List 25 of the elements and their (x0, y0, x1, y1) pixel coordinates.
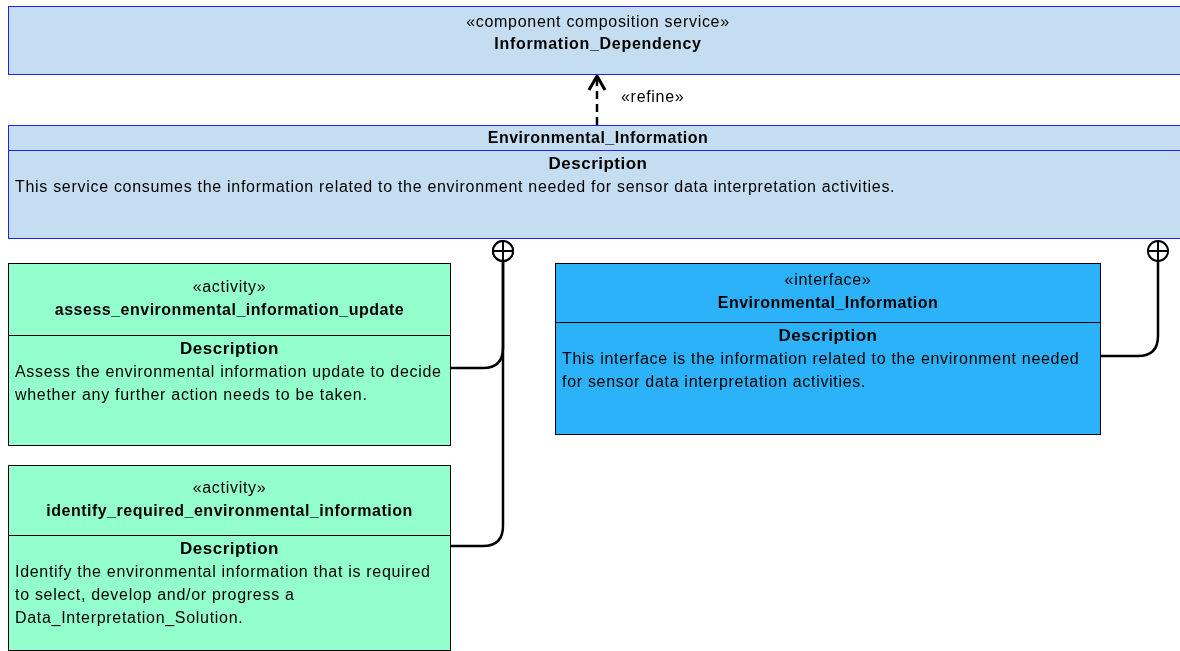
description-text: Assess the environmental information update to decide whether any further action needs to be taken. (14, 362, 443, 405)
composition-connector (451, 240, 514, 548)
section-heading: Description (778, 325, 878, 347)
activity-box (8, 465, 451, 651)
description-text: This service consumes the information related to the environment needed for sensor data interpretation activities. (14, 177, 897, 197)
title: identify_required_environmental_information (46, 500, 413, 521)
title: Environmental_Information (487, 128, 709, 148)
interface-box (555, 263, 1101, 435)
section-heading: Description (180, 538, 279, 560)
description-text: Identify the environmental information that is required to select, develop and/or progress a Data_Interpretation_Solution. (14, 562, 432, 628)
stereotype: «activity» (192, 477, 267, 498)
stereotype: «activity» (192, 276, 267, 297)
service-box (8, 125, 1180, 239)
title: assess_environmental_information_update (54, 299, 405, 320)
service-box (8, 6, 1180, 75)
activity-box (8, 263, 451, 446)
stereotype: «component composition service» (466, 12, 730, 32)
section-heading: Description (548, 153, 648, 175)
description-text: This interface is the information related to the environment needed for sensor data interpretation activities. (561, 349, 1081, 392)
section-heading: Description (180, 338, 279, 360)
refine-arrow (587, 74, 607, 125)
title: Environmental_Information (717, 293, 939, 313)
stereotype: «interface» (784, 270, 872, 290)
composition-connector (1101, 240, 1169, 358)
title: Information_Dependency (494, 34, 702, 54)
